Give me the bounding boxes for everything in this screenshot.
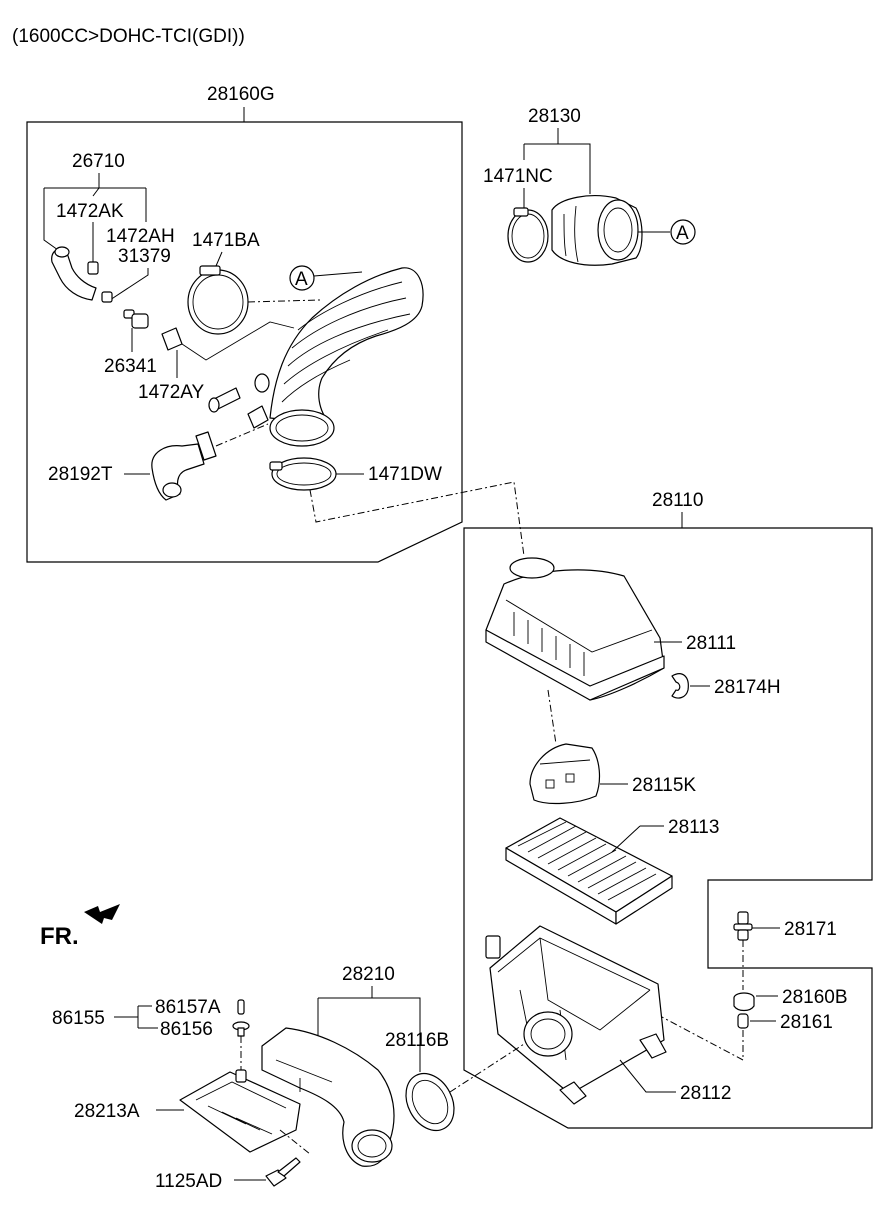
ref-marker-a-left — [289, 265, 315, 291]
sensor-26341 — [123, 309, 149, 329]
label-86157a[interactable]: 86157A — [155, 997, 221, 1018]
label-28110[interactable]: 28110 — [652, 490, 703, 511]
label-28171[interactable]: 28171 — [784, 919, 837, 940]
label-1472ak[interactable]: 1472AK — [56, 201, 124, 222]
grommet-28160b — [733, 992, 755, 1012]
seal-ring-28116b — [405, 1072, 455, 1132]
label-28116b[interactable]: 28116B — [385, 1030, 449, 1051]
label-28113[interactable]: 28113 — [668, 817, 719, 838]
breather-hose-part — [51, 246, 113, 303]
label-26341[interactable]: 26341 — [104, 356, 157, 377]
bolt-1125ad — [265, 1157, 301, 1187]
clip-86156 — [232, 1021, 250, 1037]
engine-spec-header: (1600CC>DOHC-TCI(GDI)) — [12, 26, 245, 47]
label-1472ay[interactable]: 1472AY — [138, 382, 205, 403]
clamp-1471dw — [269, 457, 337, 491]
label-28111[interactable]: 28111 — [686, 633, 736, 654]
air-intake-hose — [269, 267, 424, 447]
label-1471dw[interactable]: 1471DW — [368, 464, 442, 485]
air-filter-element-28113 — [505, 817, 673, 925]
label-86155[interactable]: 86155 — [52, 1008, 105, 1029]
label-28130[interactable]: 28130 — [528, 106, 581, 127]
label-28213a[interactable]: 28213A — [74, 1101, 140, 1122]
ref-marker-a-right-text: A — [676, 223, 689, 244]
front-direction-label: FR. — [40, 923, 79, 950]
ref-marker-a-right — [670, 219, 696, 245]
clip-28174h — [671, 673, 689, 699]
guard-28213a — [179, 1069, 301, 1153]
air-cleaner-body-28112 — [485, 925, 667, 1105]
label-28161[interactable]: 28161 — [780, 1012, 833, 1033]
label-28115k[interactable]: 28115K — [632, 775, 696, 796]
air-duct-28210 — [261, 1027, 395, 1167]
pin-86157a — [237, 999, 245, 1015]
hose-connector-part — [208, 373, 270, 429]
label-26710[interactable]: 26710 — [72, 151, 125, 172]
label-31379[interactable]: 31379 — [118, 246, 171, 267]
bolt-28171 — [733, 911, 753, 941]
pin-28161 — [737, 1013, 749, 1029]
clamp-1471ba — [187, 265, 249, 335]
label-86156[interactable]: 86156 — [160, 1019, 213, 1040]
front-arrow-icon — [84, 904, 120, 924]
group-box-28160g — [26, 121, 463, 563]
label-28210[interactable]: 28210 — [342, 964, 395, 985]
label-28192t[interactable]: 28192T — [48, 464, 113, 485]
label-1125ad[interactable]: 1125AD — [155, 1171, 222, 1192]
elbow-hose-28192t — [151, 431, 217, 501]
label-28160g[interactable]: 28160G — [207, 84, 275, 105]
label-28112[interactable]: 28112 — [680, 1083, 731, 1104]
clamp-1471nc — [507, 207, 549, 263]
label-1471nc[interactable]: 1471NC — [483, 166, 553, 187]
group-box-28110 — [463, 527, 873, 1129]
clip-1472ay — [161, 327, 183, 351]
resonator-28130 — [551, 195, 643, 266]
air-cleaner-cover-28111 — [485, 557, 665, 701]
label-1472ah[interactable]: 1472AH — [106, 226, 175, 247]
label-1471ba[interactable]: 1471BA — [192, 230, 260, 251]
ref-marker-a-left-text: A — [295, 269, 308, 290]
label-28160b[interactable]: 28160B — [782, 987, 848, 1008]
label-28174h[interactable]: 28174H — [714, 677, 781, 698]
duct-28115k — [529, 743, 601, 805]
